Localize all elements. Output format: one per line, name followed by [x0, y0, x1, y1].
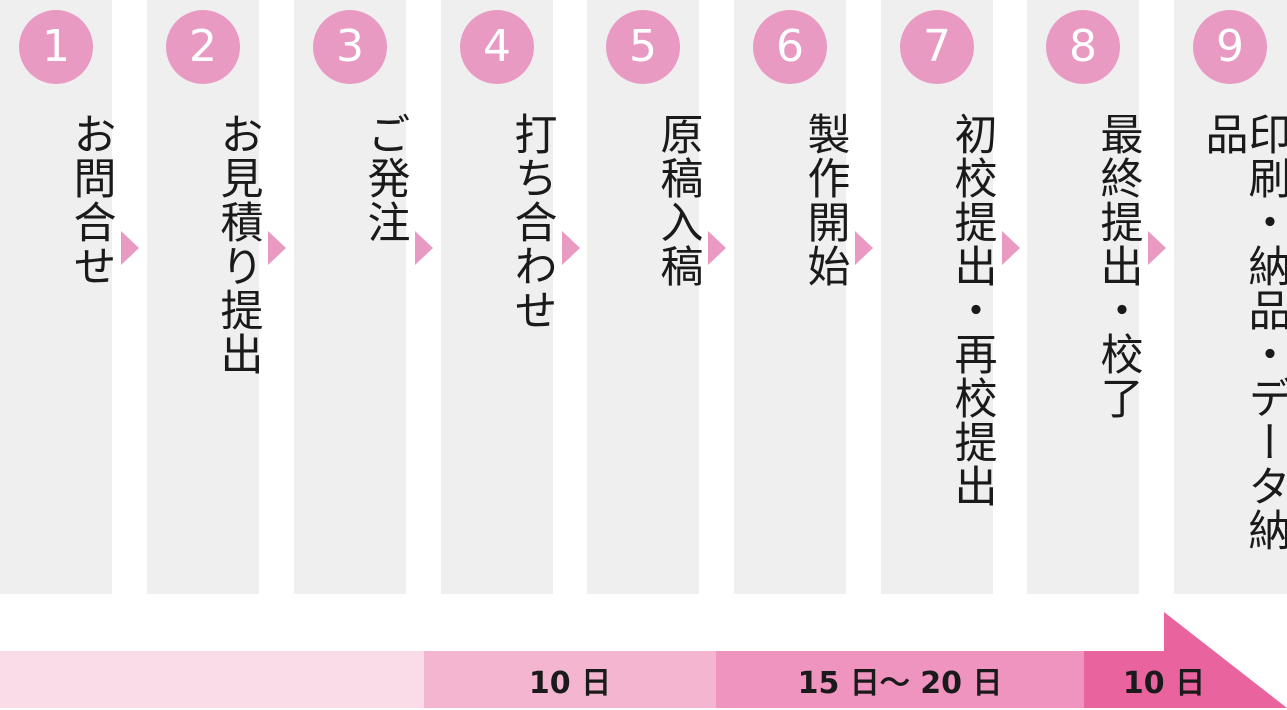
chevron-right-icon: [562, 231, 580, 265]
chevron-right-icon: [268, 231, 286, 265]
step-label: ご発注: [360, 112, 410, 244]
step-label: 最終提出・校了: [1093, 112, 1143, 420]
step-column-1: 1 お問合せ: [0, 0, 116, 594]
step-column-8: 8 最終提出・校了: [1027, 0, 1143, 594]
step-number-badge: 6: [753, 10, 827, 84]
step-column-2: 2 お見積り提出: [147, 0, 263, 594]
chevron-right-icon: [415, 231, 433, 265]
step-column-7: 7 初校提出・再校提出: [881, 0, 997, 594]
chevron-right-icon: [121, 231, 139, 265]
step-column-3: 3 ご発注: [294, 0, 410, 594]
step-label: 印刷・納品・データ納品: [1198, 112, 1287, 552]
step-number-badge: 4: [460, 10, 534, 84]
step-label: 初校提出・再校提出: [947, 112, 997, 508]
timeline-segment-4: 10 日: [1122, 665, 1206, 701]
step-number-badge: 1: [19, 10, 93, 84]
step-label: 製作開始: [800, 112, 850, 288]
step-number-badge: 8: [1046, 10, 1120, 84]
chevron-right-icon: [1148, 231, 1166, 265]
step-column-6: 6 製作開始: [734, 0, 850, 594]
step-label: 原稿入稿: [653, 112, 703, 288]
step-label: 打ち合わせ: [507, 112, 557, 332]
step-label: お見積り提出: [213, 112, 263, 376]
timeline-arrow-icon: [1084, 612, 1287, 708]
step-column-4: 4 打ち合わせ: [441, 0, 557, 594]
step-label: お問合せ: [66, 112, 116, 288]
step-column-5: 5 原稿入稿: [587, 0, 703, 594]
timeline-bar: 10 日 15 日〜 20 日 10 日: [0, 612, 1287, 710]
step-number-badge: 5: [606, 10, 680, 84]
step-number-badge: 2: [166, 10, 240, 84]
timeline-segment-3: 15 日〜 20 日: [716, 651, 1084, 708]
step-number-badge: 7: [900, 10, 974, 84]
chevron-right-icon: [708, 231, 726, 265]
chevron-right-icon: [855, 231, 873, 265]
timeline-segment-2: 10 日: [424, 651, 716, 708]
chevron-right-icon: [1002, 231, 1020, 265]
step-column-9: 9 印刷・納品・データ納品: [1174, 0, 1287, 594]
timeline-segment-1: [0, 651, 424, 708]
step-number-badge: 3: [313, 10, 387, 84]
step-number-badge: 9: [1193, 10, 1267, 84]
